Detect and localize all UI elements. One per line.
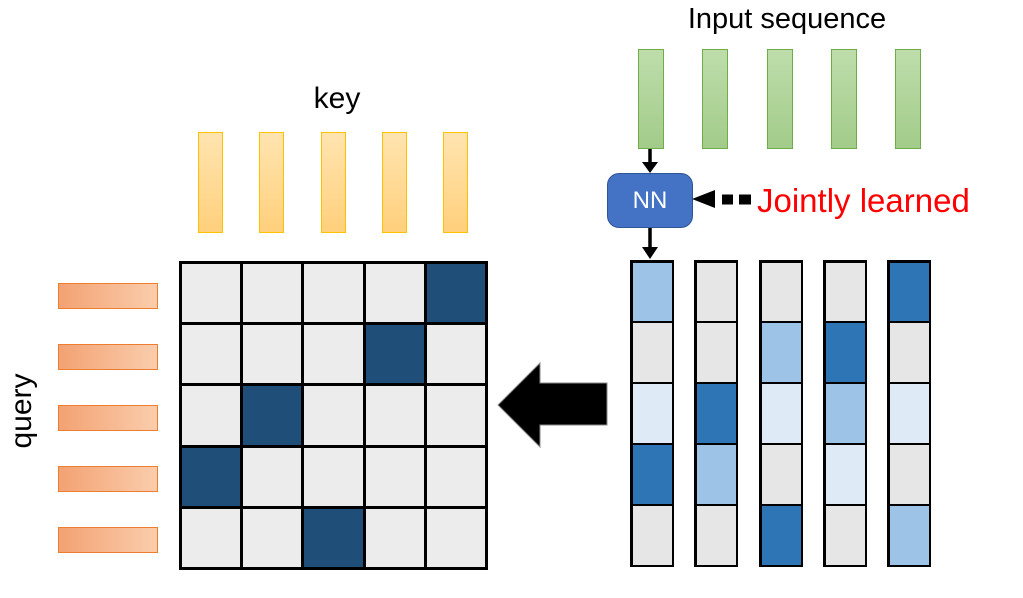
matrix-cell-light (304, 325, 363, 384)
matrix-cell-light (182, 325, 241, 384)
down-arrow-icon (642, 149, 658, 173)
down-arrow-icon (642, 228, 658, 259)
input-token-bar (638, 49, 664, 149)
key-vector-bar (382, 132, 407, 233)
matrix-cell-dark (243, 386, 302, 445)
weight-cell-zero (632, 323, 672, 382)
weight-cell-zero (825, 506, 865, 565)
matrix-cell-light (243, 508, 302, 567)
weight-cell-zero (696, 506, 736, 565)
weight-cell-zero (889, 323, 929, 382)
big-left-arrow-icon (497, 361, 608, 449)
weight-cell-medium (889, 506, 929, 565)
weight-cell-low (825, 445, 865, 504)
matrix-cell-light (365, 447, 424, 506)
matrix-cell-light (426, 447, 485, 506)
matrix-cell-light (426, 386, 485, 445)
query-vector-bar (58, 466, 158, 492)
weight-cell-low (632, 384, 672, 443)
dashed-left-arrow-icon (692, 190, 751, 208)
weight-cell-zero (696, 323, 736, 382)
weight-cell-high (632, 445, 672, 504)
weight-cell-high (889, 262, 929, 321)
matrix-cell-light (304, 386, 363, 445)
weight-cell-low (889, 384, 929, 443)
weight-column (630, 260, 674, 567)
key-vector-bar (259, 132, 284, 233)
query-vector-bar (58, 344, 158, 370)
matrix-cell-light (182, 508, 241, 567)
input-token-bar (831, 49, 857, 149)
weight-cell-zero (632, 506, 672, 565)
matrix-cell-light (243, 447, 302, 506)
weight-cell-zero (825, 262, 865, 321)
weight-cell-high (696, 384, 736, 443)
matrix-cell-light (365, 264, 424, 323)
nn-box: NN (607, 173, 693, 228)
attention-matrix (179, 261, 488, 570)
weight-cell-medium (825, 384, 865, 443)
weight-cell-zero (761, 262, 801, 321)
weight-cell-medium (696, 445, 736, 504)
weight-column (694, 260, 738, 567)
matrix-cell-light (243, 325, 302, 384)
matrix-cell-light (304, 264, 363, 323)
weight-cell-high (761, 506, 801, 565)
nn-box-label: NN (632, 186, 668, 214)
weight-cell-zero (696, 262, 736, 321)
matrix-cell-dark (182, 447, 241, 506)
matrix-cell-light (426, 508, 485, 567)
weight-column (823, 260, 867, 567)
query-bars (58, 0, 158, 598)
weight-cell-high (825, 323, 865, 382)
weight-cell-low (761, 384, 801, 443)
weight-cell-medium (761, 323, 801, 382)
matrix-cell-light (304, 447, 363, 506)
key-bars (0, 132, 600, 233)
matrix-cell-light (426, 325, 485, 384)
jointly-learned-label: Jointly learned (757, 182, 970, 219)
matrix-cell-light (182, 386, 241, 445)
weight-cell-zero (761, 445, 801, 504)
input-sequence-bars (0, 49, 1023, 149)
input-token-bar (895, 49, 921, 149)
key-vector-bar (443, 132, 468, 233)
input-token-bar (702, 49, 728, 149)
query-vector-bar (58, 527, 158, 553)
matrix-cell-light (182, 264, 241, 323)
matrix-cell-dark (365, 325, 424, 384)
query-vector-bar (58, 405, 158, 431)
input-token-bar (767, 49, 793, 149)
matrix-cell-light (243, 264, 302, 323)
weight-column (887, 260, 931, 567)
matrix-cell-dark (304, 508, 363, 567)
weight-cell-zero (889, 445, 929, 504)
query-label: query (5, 373, 38, 449)
matrix-cell-dark (426, 264, 485, 323)
matrix-cell-light (365, 508, 424, 567)
input-sequence-label: Input sequence (687, 3, 887, 35)
matrix-cell-light (365, 386, 424, 445)
key-vector-bar (321, 132, 346, 233)
key-label: key (313, 82, 361, 115)
weight-column (759, 260, 803, 567)
key-vector-bar (198, 132, 223, 233)
weight-cell-medium (632, 262, 672, 321)
weight-columns (630, 260, 980, 567)
query-vector-bar (58, 283, 158, 309)
